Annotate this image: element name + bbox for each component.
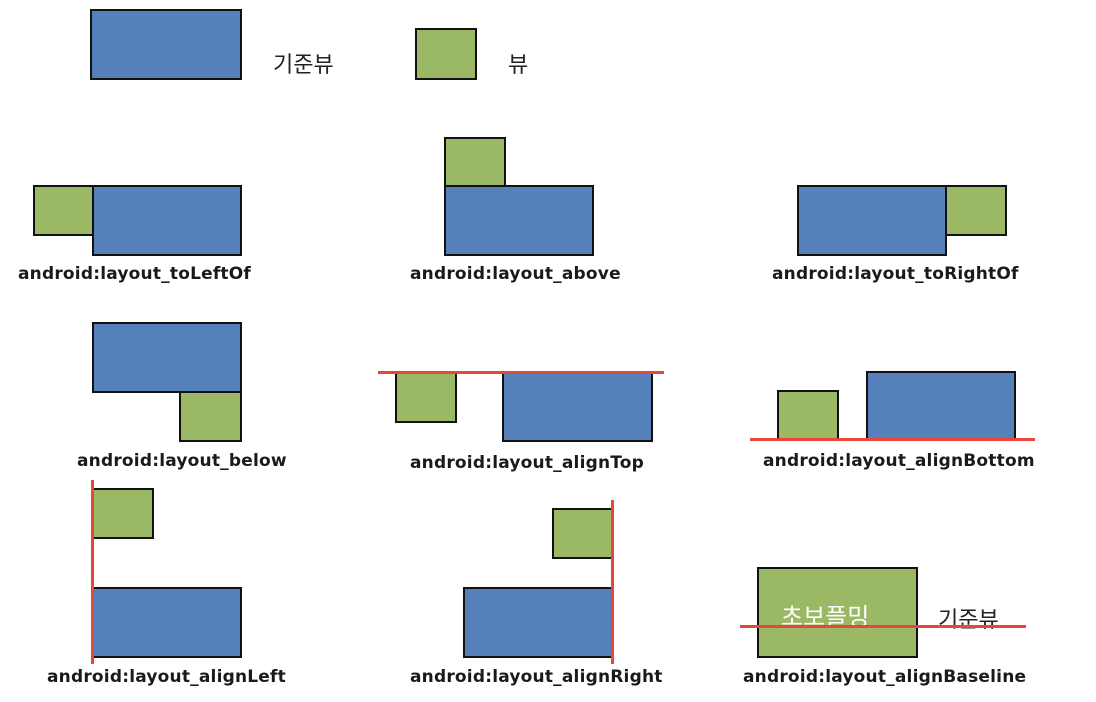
alignright-reference-view [463, 587, 614, 658]
aligntop-reference-view [502, 372, 653, 442]
torightof-reference-view [797, 185, 947, 256]
legend-reference-view-swatch [90, 9, 242, 80]
toleftof-view [33, 185, 94, 236]
legend-view-label: 뷰 [508, 53, 529, 78]
alignbottom-alignment-line [750, 438, 1035, 441]
alignbottom-view [777, 390, 839, 441]
alignleft-alignment-line [91, 480, 94, 664]
below-reference-view [92, 322, 242, 393]
alignbaseline-view [757, 567, 918, 658]
caption-alignleft: android:layout_alignLeft [47, 667, 286, 687]
alignbaseline-alignment-line [740, 625, 1026, 628]
caption-alignbaseline: android:layout_alignBaseline [743, 667, 1027, 687]
torightof-view [945, 185, 1007, 236]
caption-toleftof: android:layout_toLeftOf [18, 264, 252, 284]
alignright-view [552, 508, 614, 559]
caption-alignright: android:layout_alignRight [410, 667, 663, 687]
caption-below: android:layout_below [77, 451, 287, 471]
legend-reference-view-label: 기준뷰 [273, 53, 334, 78]
legend-view-swatch [415, 28, 477, 80]
alignbaseline-reference-text: 기준뷰 [938, 608, 999, 633]
alignbottom-reference-view [866, 371, 1016, 441]
alignleft-view [92, 488, 154, 539]
aligntop-view [395, 372, 457, 423]
alignleft-reference-view [92, 587, 242, 658]
above-view [444, 137, 506, 187]
alignright-alignment-line [611, 500, 614, 664]
caption-above: android:layout_above [410, 264, 621, 284]
caption-aligntop: android:layout_alignTop [410, 453, 645, 473]
below-view [179, 391, 242, 442]
caption-alignbottom: android:layout_alignBottom [763, 451, 1035, 471]
toleftof-reference-view [92, 185, 242, 256]
aligntop-alignment-line [378, 371, 664, 374]
above-reference-view [444, 185, 594, 256]
caption-torightof: android:layout_toRightOf [772, 264, 1019, 284]
